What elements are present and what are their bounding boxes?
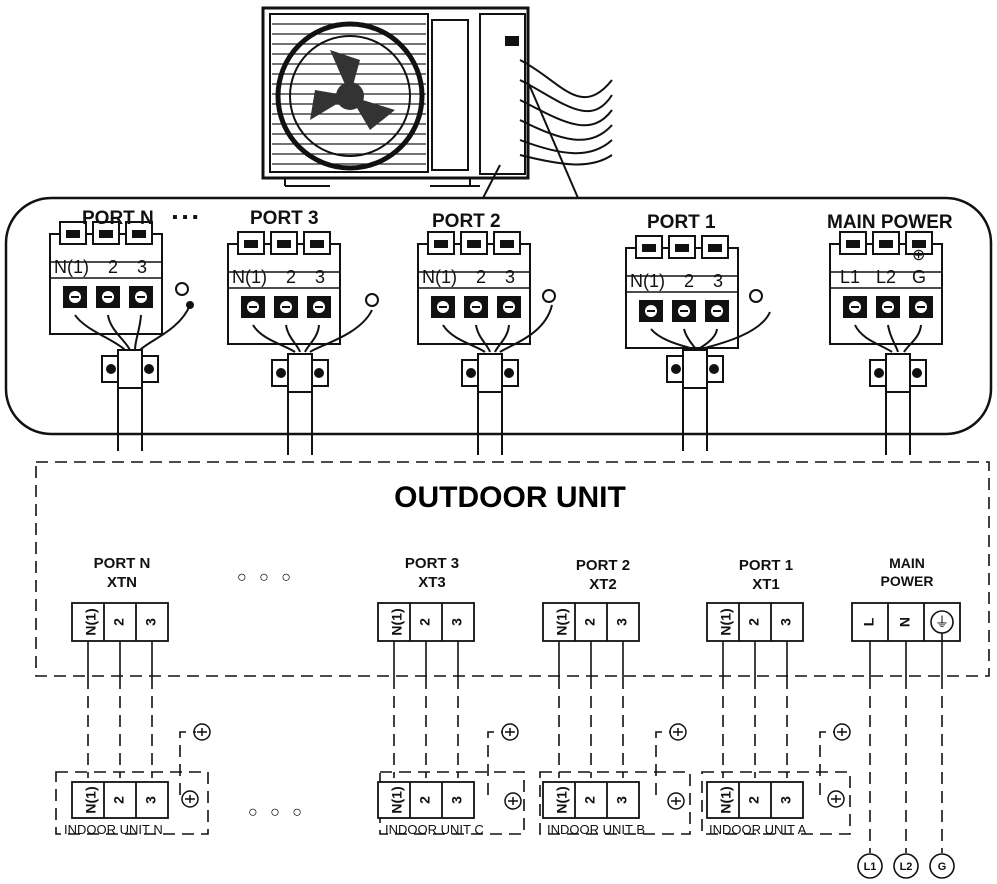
indoor-ground-icons xyxy=(181,723,851,810)
port-2-code: XT2 xyxy=(589,576,617,593)
indoor-unit-b-label: INDOOR UNIT B xyxy=(547,822,645,837)
strip-label-n: N(1) xyxy=(718,608,734,635)
main-power-line1: MAIN xyxy=(889,555,925,571)
terminal-label: 3 xyxy=(315,267,325,287)
strip-label-l: L xyxy=(861,617,877,626)
port-3-name: PORT 3 xyxy=(405,555,459,572)
xt1-strip xyxy=(706,602,804,642)
terminal-block-port-2 xyxy=(417,231,556,456)
ports-ellipsis-lower: ○ ○ ○ xyxy=(248,804,306,821)
indoor-a-strip xyxy=(706,781,804,819)
port-n-name: PORT N xyxy=(94,555,151,572)
indoor-label-3: 3 xyxy=(143,796,159,804)
port-1-name: PORT 1 xyxy=(739,557,793,574)
indoor-label-2: 2 xyxy=(417,796,433,804)
ports-ellipsis-upper: ○ ○ ○ xyxy=(237,569,295,586)
indoor-label-n: N(1) xyxy=(718,786,734,813)
terminal-label: N(1) xyxy=(630,271,665,291)
ground-icon: ⏚ xyxy=(935,614,949,630)
strip-label-2: 2 xyxy=(746,618,762,626)
supply-ground-icon xyxy=(929,853,955,879)
top-terminal-labels: N(1) 2 3 N(1) 2 3 N(1) 2 3 N(1) 2 3 L1 L… xyxy=(54,257,926,291)
terminal-block-port-3 xyxy=(227,231,379,456)
outdoor-unit-illustration xyxy=(261,6,613,199)
indoor-label-n: N(1) xyxy=(554,786,570,813)
outdoor-unit-boundary xyxy=(35,461,990,677)
indoor-label-n: N(1) xyxy=(389,786,405,813)
port-3-heading: PORT 3 xyxy=(250,208,319,229)
supply-l1-icon xyxy=(857,853,883,879)
terminal-label: 3 xyxy=(505,267,515,287)
strip-label-3: 3 xyxy=(449,618,465,626)
terminal-block-port-1 xyxy=(625,235,771,452)
port-3-code: XT3 xyxy=(418,574,446,591)
indoor-c-strip xyxy=(377,781,475,819)
ground-terminal-icon: ⊕ xyxy=(912,247,925,264)
indoor-unit-c-label: INDOOR UNIT C xyxy=(385,822,484,837)
indoor-label-2: 2 xyxy=(746,796,762,804)
strip-label-3: 3 xyxy=(143,618,159,626)
supply-l1-label: L1 xyxy=(864,861,877,873)
indoor-unit-n-label: INDOOR UNIT N xyxy=(64,822,163,837)
indoor-b-strip xyxy=(542,781,640,819)
strip-label-3: 3 xyxy=(778,618,794,626)
ports-ellipsis: ▪ ▪ ▪ xyxy=(172,209,198,226)
terminal-label: L1 xyxy=(840,267,860,287)
terminal-label: 2 xyxy=(476,267,486,287)
indoor-label-2: 2 xyxy=(111,796,127,804)
terminal-block-port-n xyxy=(49,221,194,452)
supply-g-label: G xyxy=(938,861,947,873)
terminal-block-main-power xyxy=(829,231,943,456)
indoor-label-3: 3 xyxy=(449,796,465,804)
terminal-label: 2 xyxy=(286,267,296,287)
indoor-label-n: N(1) xyxy=(83,786,99,813)
terminal-label: 3 xyxy=(713,271,723,291)
xtn-strip xyxy=(71,602,169,642)
terminal-label: 2 xyxy=(684,271,694,291)
strip-label-n-main: N xyxy=(897,617,913,627)
terminal-label: N(1) xyxy=(232,267,267,287)
port-2-name: PORT 2 xyxy=(576,557,630,574)
supply-l2-label: L2 xyxy=(900,861,913,873)
port-2-heading: PORT 2 xyxy=(432,211,501,232)
strip-label-3: 3 xyxy=(614,618,630,626)
main-power-line2: POWER xyxy=(881,573,934,589)
port-1-heading: PORT 1 xyxy=(647,212,716,233)
strip-label-2: 2 xyxy=(417,618,433,626)
terminal-label: L2 xyxy=(876,267,896,287)
indoor-unit-a-label: INDOOR UNIT A xyxy=(709,822,807,837)
indoor-n-strip xyxy=(71,781,169,819)
strip-label-2: 2 xyxy=(111,618,127,626)
indoor-label-3: 3 xyxy=(614,796,630,804)
indoor-label-3: 3 xyxy=(778,796,794,804)
terminal-label: N(1) xyxy=(422,267,457,287)
terminal-label: 3 xyxy=(137,257,147,277)
terminal-label: 2 xyxy=(108,257,118,277)
xt2-strip xyxy=(542,602,640,642)
strip-label-n: N(1) xyxy=(83,608,99,635)
strip-label-n: N(1) xyxy=(389,608,405,635)
outdoor-unit-title: OUTDOOR UNIT xyxy=(394,481,626,514)
supply-l2-icon xyxy=(893,853,919,879)
port-1-code: XT1 xyxy=(752,576,780,593)
terminal-label: N(1) xyxy=(54,257,89,277)
strip-label-2: 2 xyxy=(582,618,598,626)
terminal-label: G xyxy=(912,267,926,287)
indoor-label-2: 2 xyxy=(582,796,598,804)
terminal-panel xyxy=(4,196,993,436)
port-n-heading: PORT N xyxy=(82,208,154,229)
port-n-code: XTN xyxy=(107,574,137,591)
main-power-heading: MAIN POWER xyxy=(827,212,953,233)
strip-label-n: N(1) xyxy=(554,608,570,635)
